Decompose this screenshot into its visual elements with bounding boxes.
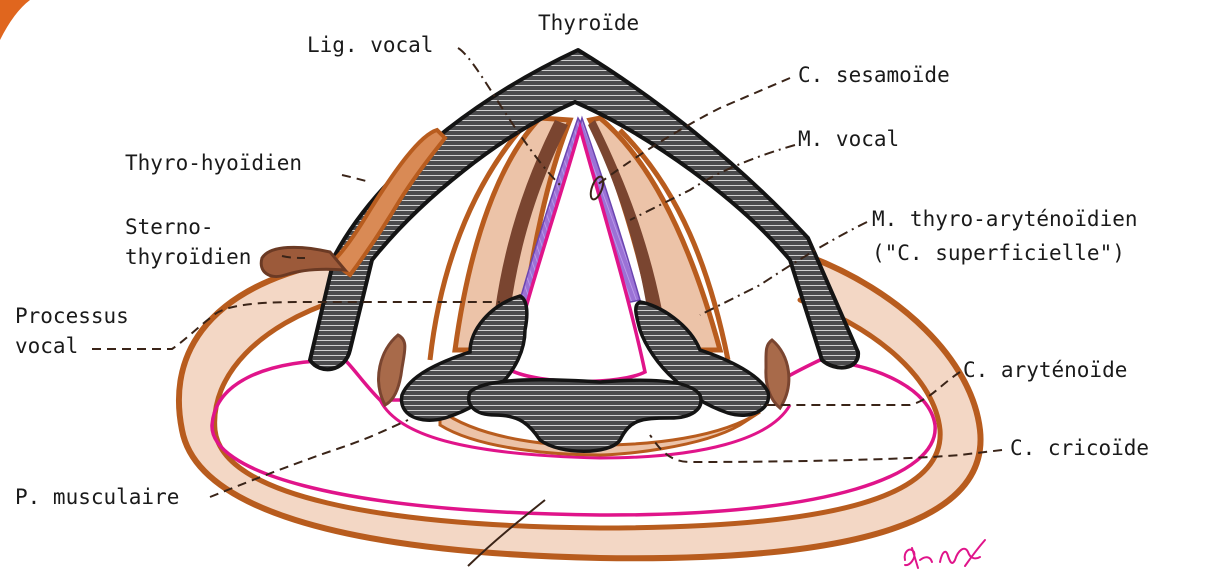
label-lig-vocal: Lig. vocal	[307, 33, 433, 57]
label-c-arytenoide: C. aryténoïde	[963, 358, 1127, 382]
corner-accent	[0, 0, 30, 40]
label-processus-line2: vocal	[15, 334, 78, 358]
label-m-thyro-aryt-line1: M. thyro-aryténoïdien	[872, 207, 1138, 231]
label-sterno-line2: thyroïdien	[125, 245, 251, 269]
label-thyro-hyoidien: Thyro-hyoïdien	[125, 151, 302, 175]
label-p-musculaire: P. musculaire	[15, 485, 179, 509]
label-m-thyro-aryt-line2: ("C. superficielle")	[872, 241, 1125, 265]
label-sterno-line1: Sterno-	[125, 215, 214, 239]
label-processus-line1: Processus	[15, 304, 129, 328]
artist-signature	[905, 540, 985, 568]
label-c-sesamoide: C. sesamoïde	[798, 63, 950, 87]
label-m-vocal: M. vocal	[798, 127, 899, 151]
leader-thyro-hyoidien	[342, 175, 370, 182]
label-c-cricoide: C. cricoïde	[1010, 436, 1149, 460]
label-thyroide: Thyroïde	[538, 11, 639, 35]
